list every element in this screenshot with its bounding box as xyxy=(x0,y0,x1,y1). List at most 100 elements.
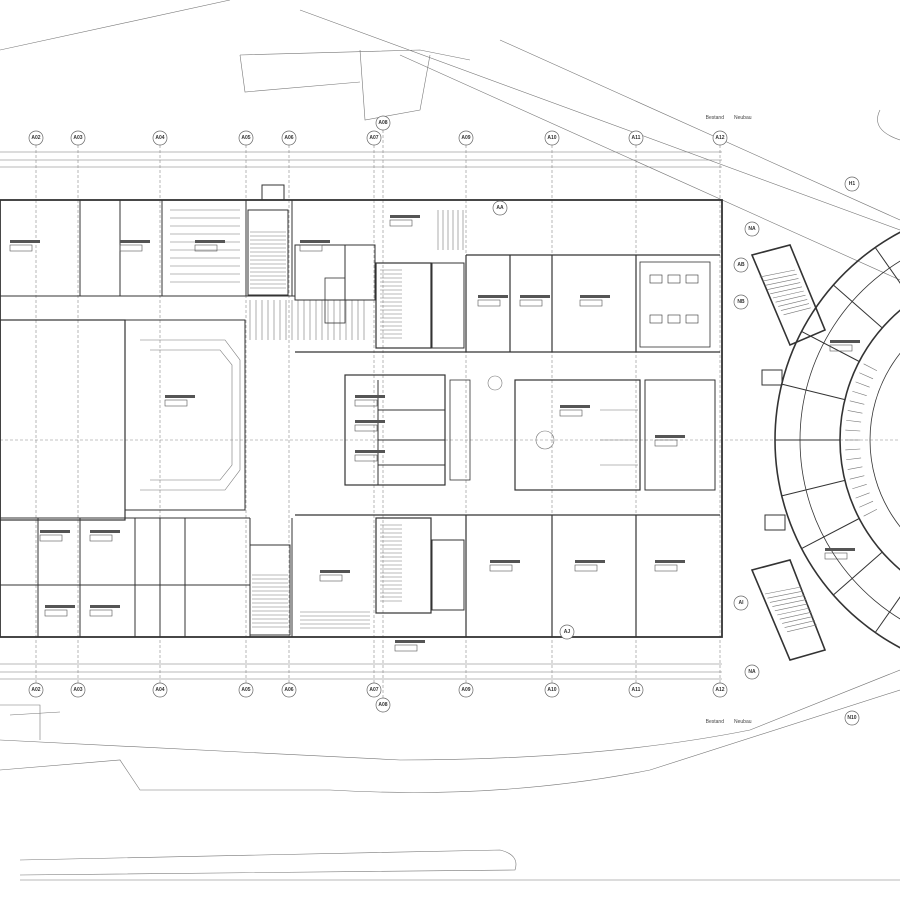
table xyxy=(535,430,555,450)
stair-tread xyxy=(764,278,799,286)
grid-bubble: AA xyxy=(492,200,508,216)
grid-bubble-label: N10 xyxy=(847,715,856,721)
building-walls xyxy=(0,184,900,661)
site-line xyxy=(19,849,517,876)
grid-bubble: A02 xyxy=(28,682,44,698)
grid-bubble-circle xyxy=(152,682,168,698)
step-line xyxy=(855,381,870,388)
site-line xyxy=(239,49,471,61)
grid-bubble: AI xyxy=(733,595,749,611)
grid-bubble-label: A09 xyxy=(461,135,470,141)
grid-bubble-circle xyxy=(281,682,297,698)
grid-bubble: A10 xyxy=(544,130,560,146)
grid-bubble: A03 xyxy=(70,682,86,698)
grid-bubble-label: A12 xyxy=(715,135,724,141)
room-name-tag xyxy=(560,405,590,408)
legend-top: Bestand Neubau xyxy=(706,115,752,121)
site-line xyxy=(499,39,900,221)
grid-bubble: A08 xyxy=(375,115,391,131)
room-area-tag xyxy=(194,244,218,252)
stepped-seating xyxy=(150,349,233,481)
grid-bubble-circle xyxy=(70,130,86,146)
room-name-tag xyxy=(575,560,605,563)
step-line xyxy=(847,466,863,470)
stair-tread xyxy=(777,607,810,616)
grid-bubble-label: NB xyxy=(737,299,745,305)
lift xyxy=(764,514,786,531)
step-line xyxy=(852,484,867,490)
stair-tread xyxy=(772,290,804,299)
room-name-tag xyxy=(320,570,350,573)
site-line xyxy=(877,109,900,141)
stepped-seating xyxy=(140,339,241,491)
grid-bubble-circle xyxy=(544,130,560,146)
grid-bubble-label: A11 xyxy=(632,135,641,141)
grid-bubble-label: A07 xyxy=(369,687,378,693)
grid-bubble-label: A07 xyxy=(369,135,378,141)
grid-bubble: A09 xyxy=(458,130,474,146)
room-area-tag xyxy=(654,564,678,572)
grid-bubble-label: NA xyxy=(748,226,756,232)
legend-top-left: Bestand xyxy=(706,115,725,121)
room-name-tag xyxy=(40,530,70,533)
grid-bubble-label: A10 xyxy=(547,135,556,141)
grid-bubble-circle xyxy=(628,130,644,146)
radial-wall xyxy=(874,247,900,284)
room-name-tag xyxy=(478,295,508,298)
site-line xyxy=(0,689,900,793)
site-line xyxy=(239,54,361,93)
stair-tread xyxy=(780,303,810,311)
outer-wall xyxy=(0,199,723,638)
grid-bubble-label: A02 xyxy=(31,135,40,141)
grid-bubble-circle xyxy=(366,682,382,698)
room-area-tag xyxy=(9,244,33,252)
room-name-tag xyxy=(355,395,385,398)
equipment xyxy=(685,274,699,284)
equipment xyxy=(649,274,663,284)
grid-bubble-label: AB xyxy=(737,262,745,268)
grid-bubble: A11 xyxy=(628,682,644,698)
radial-wall xyxy=(874,596,900,633)
room-area-tag xyxy=(574,564,598,572)
grid-bubble-circle xyxy=(733,595,749,611)
grid-bubble: AJ xyxy=(559,624,575,640)
stair-tread xyxy=(767,282,801,290)
grid-bubble-circle xyxy=(152,130,168,146)
grid-bubble-circle xyxy=(544,682,560,698)
site-lines xyxy=(0,0,900,881)
stair-tread xyxy=(762,273,797,282)
stair-tread xyxy=(772,599,807,607)
room-area-tag xyxy=(654,439,678,447)
room-area-tag xyxy=(824,552,848,560)
stair-tread xyxy=(769,595,805,603)
stair-tread xyxy=(786,624,817,633)
stair-tread xyxy=(778,299,808,307)
table xyxy=(487,375,503,391)
grid-bubble: A11 xyxy=(628,130,644,146)
site-line xyxy=(399,54,900,281)
grid-bubble-circle xyxy=(366,130,382,146)
grid-bubble-circle xyxy=(844,710,860,726)
grid-bubble-label: A08 xyxy=(378,702,387,708)
grid-bubble-circle xyxy=(712,682,728,698)
grid-bubble-circle xyxy=(458,130,474,146)
grid-bubble-circle xyxy=(844,176,860,192)
grid-bubble: A09 xyxy=(458,682,474,698)
stair-tread xyxy=(784,620,816,628)
grid-bubble: NA xyxy=(744,664,760,680)
grid-bubble-label: AI xyxy=(739,600,745,606)
stair-tower-north xyxy=(750,244,827,347)
room-name-tag xyxy=(355,420,385,423)
grid-bubble: A12 xyxy=(712,682,728,698)
grid-bubble: A12 xyxy=(712,130,728,146)
step-line xyxy=(855,492,870,499)
grid-bubble-label: A05 xyxy=(241,687,250,693)
site-line xyxy=(0,704,41,740)
site-line xyxy=(0,0,231,51)
room xyxy=(294,244,346,301)
grid-bubble-circle xyxy=(70,682,86,698)
grid-bubble: NB xyxy=(733,294,749,310)
room-name-tag xyxy=(90,530,120,533)
room-area-tag xyxy=(164,399,188,407)
room-name-tag xyxy=(830,340,860,343)
